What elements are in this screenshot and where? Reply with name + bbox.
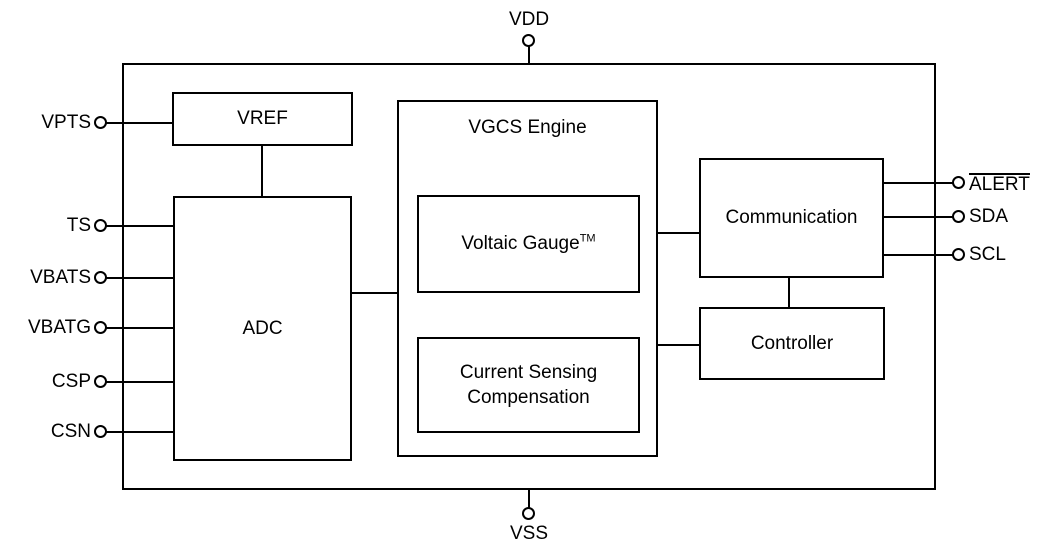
voltaic-gauge-block: Voltaic GaugeTM <box>417 195 640 293</box>
trademark-superscript: TM <box>579 232 596 245</box>
wire-pin-vpts <box>106 122 172 124</box>
pin-terminal-vss <box>522 507 535 520</box>
pin-label-alert: ALERT <box>969 173 1030 195</box>
adc-block: ADC <box>173 196 352 461</box>
vref-label: VREF <box>237 108 288 129</box>
pin-label-scl: SCL <box>969 244 1006 265</box>
pin-label-sda: SDA <box>969 206 1009 227</box>
pin-label-vpts: VPTS <box>41 112 91 133</box>
communication-block: Communication <box>699 158 884 278</box>
controller-block: Controller <box>699 307 885 380</box>
vgcs-engine-label: VGCS Engine <box>468 117 587 138</box>
pin-label-vbatg: VBATG <box>28 317 91 338</box>
wire-communication-to-controller <box>788 278 790 307</box>
wire-pin-alert <box>884 182 953 184</box>
controller-label: Controller <box>750 332 834 354</box>
current-sensing-compensation-label: Current Sensing Compensation <box>459 362 598 408</box>
wire-pin-vbats <box>106 277 173 279</box>
pin-label-csn: CSN <box>50 421 91 442</box>
communication-label: Communication <box>725 207 858 228</box>
pin-terminal-scl <box>952 248 965 261</box>
current-sensing-compensation-block: Current Sensing Compensation <box>417 337 640 433</box>
wire-pin-csp <box>106 381 173 383</box>
vref-block: VREF <box>172 92 353 146</box>
wire-pin-vdd <box>528 46 530 64</box>
pin-label-vss: VSS <box>509 523 549 544</box>
adc-label: ADC <box>242 317 283 339</box>
wire-pin-csn <box>106 431 173 433</box>
pin-label-ts: TS <box>66 215 91 236</box>
wire-pin-vss <box>528 489 530 508</box>
pin-label-vbats: VBATS <box>30 267 91 288</box>
pin-terminal-sda <box>952 210 965 223</box>
wire-pin-vbatg <box>106 327 173 329</box>
wire-pin-sda <box>884 216 953 218</box>
wire-pin-ts <box>106 225 173 227</box>
voltaic-gauge-label: Voltaic GaugeTM <box>461 232 596 254</box>
pin-label-csp: CSP <box>51 371 91 392</box>
wire-pin-scl <box>884 254 953 256</box>
wire-vgcs-engine-to-communication <box>658 232 699 234</box>
wire-vref-to-adc <box>261 146 263 196</box>
wire-adc-to-vgcs-engine <box>352 292 397 294</box>
pin-terminal-alert <box>952 176 965 189</box>
pin-label-vdd: VDD <box>508 9 550 30</box>
wire-vgcs-engine-to-controller <box>658 344 699 346</box>
